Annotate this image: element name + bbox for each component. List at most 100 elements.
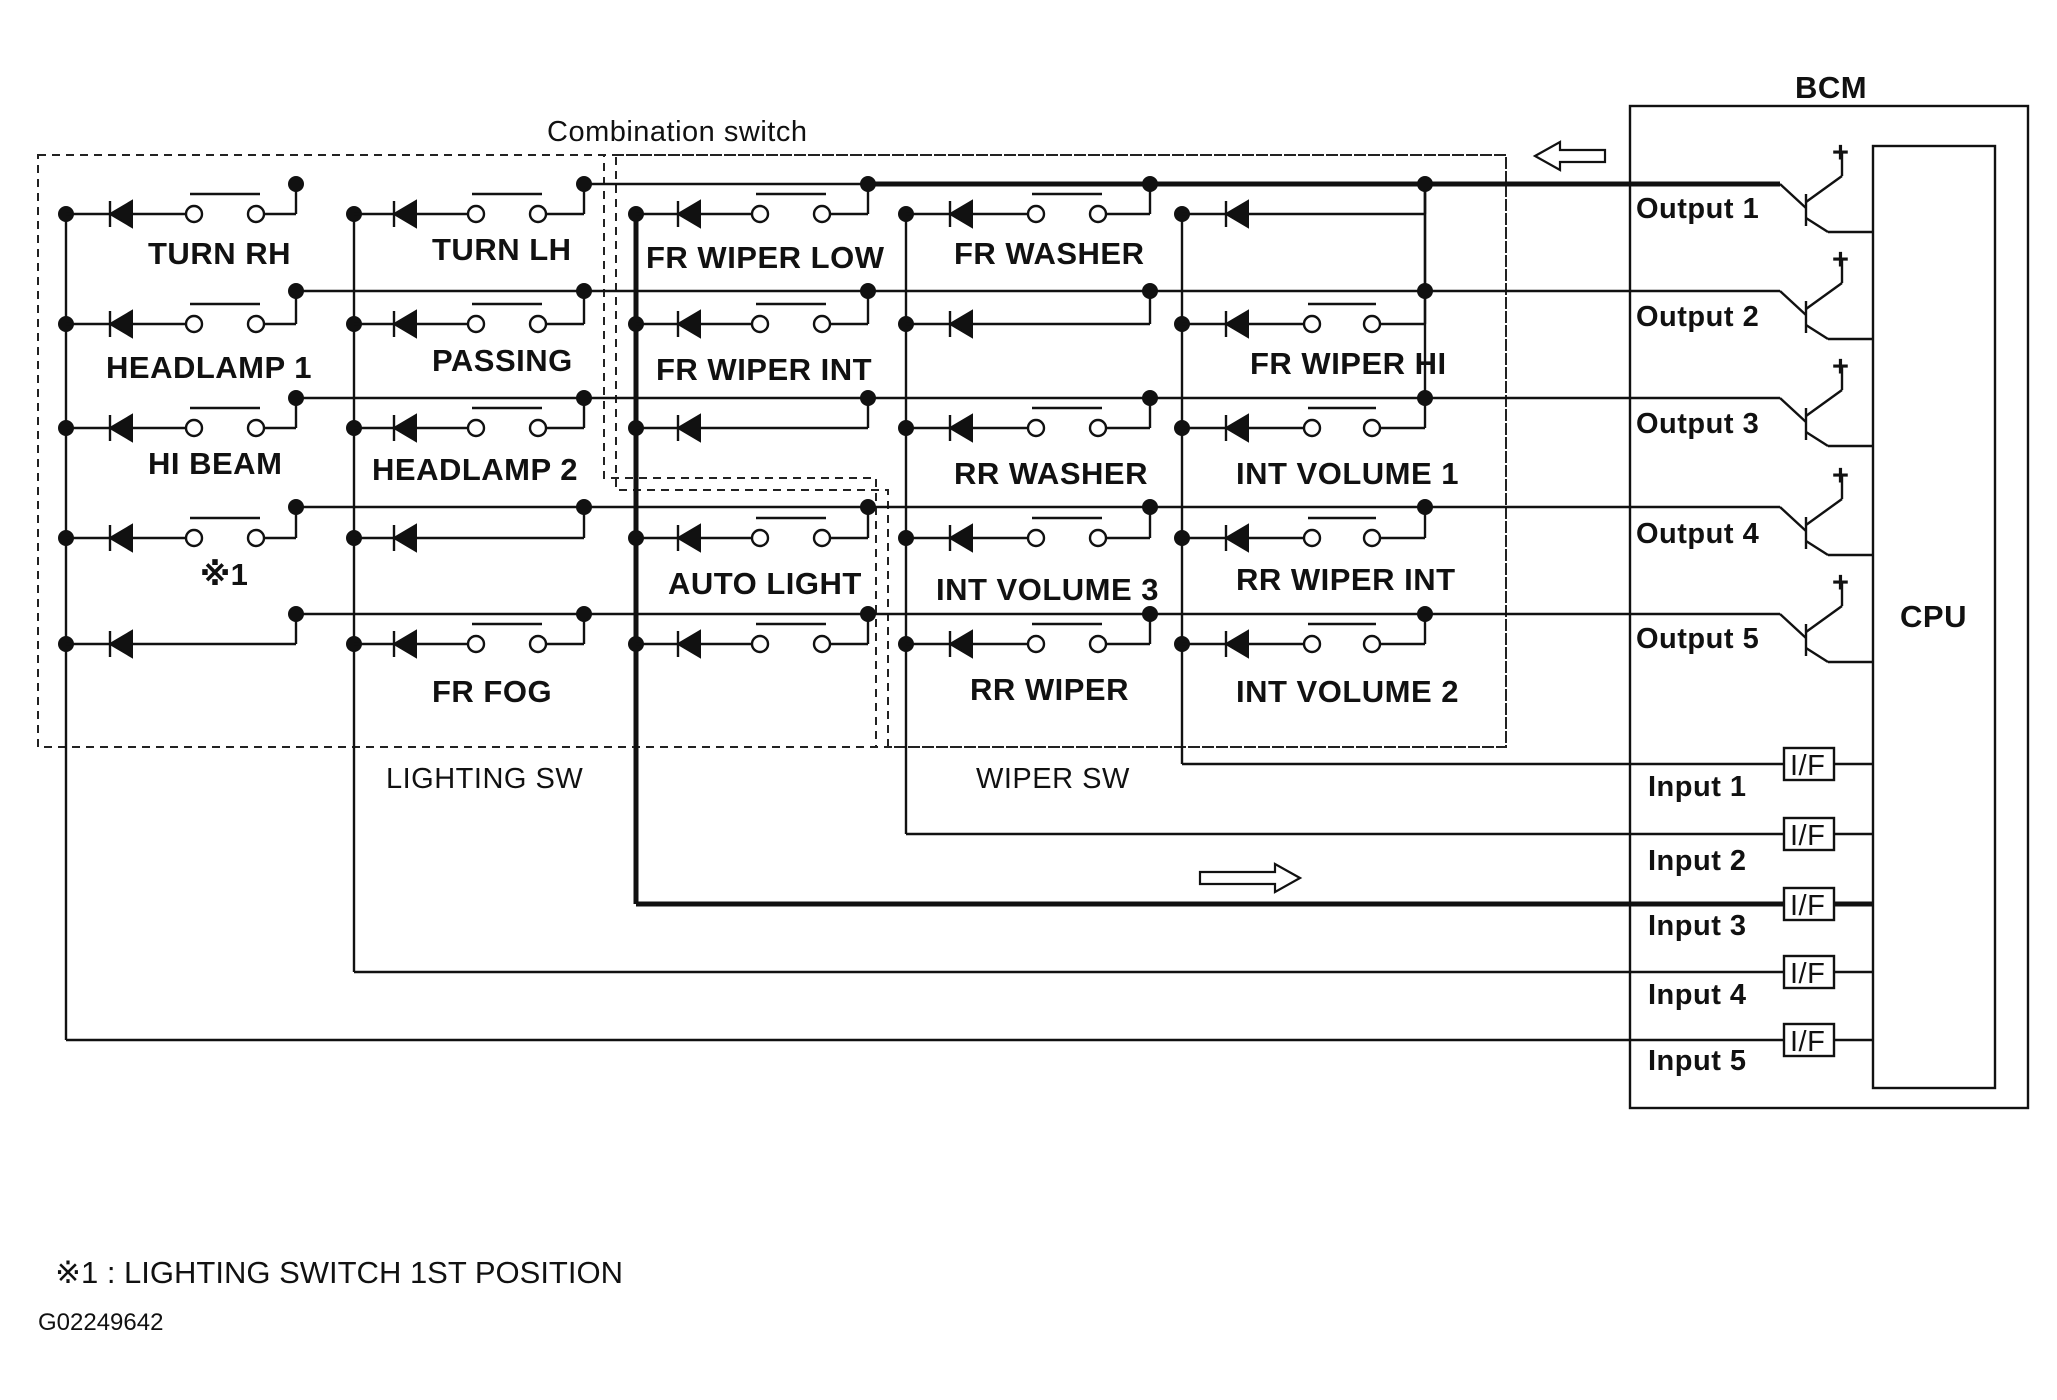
switch-cell-3-0-feed-dot [1142,176,1158,192]
switch-cell-1-1-contact-b [528,314,548,334]
switch-cell-3-0-contact-a [1026,204,1046,224]
footnote: ※1 : LIGHTING SWITCH 1ST POSITION [55,1255,623,1290]
switch-cell-2-3-feed-dot [860,499,876,515]
label-auto-light: AUTO LIGHT [668,566,862,601]
label-fr-wiper-int: FR WIPER INT [656,352,872,387]
switch-cell-2-3-contact-a [750,528,770,548]
switch-cell-3-4-contact-b [1088,634,1108,654]
switch-cell-1-1-feed-dot [576,283,592,299]
input-2-label: Input 2 [1648,845,1747,877]
switch-cell-0-0-contact-a [184,204,204,224]
switch-cell-0-3-feed-dot [288,499,304,515]
switch-cell-1-1-diode-icon [392,309,417,339]
switch-cell-0-2-contact-a [184,418,204,438]
label-turn-lh: TURN LH [432,232,572,267]
switch-cell-2-4-contact-b [812,634,832,654]
switch-cell-3-4-contact-a [1026,634,1046,654]
switch-cell-0-3-contact-b [246,528,266,548]
label-rr-washer: RR WASHER [954,456,1148,491]
label-headlamp-2: HEADLAMP 2 [372,452,578,487]
switch-cell-2-1-contact-a [750,314,770,334]
label-note-1: ※1 [200,557,248,592]
switch-cell-3-2-contact-a [1026,418,1046,438]
wiper-sw-box [615,154,1507,748]
switch-cell-1-0-diode-icon [392,199,417,229]
switch-cell-1-2-feed-dot [576,390,592,406]
label-fr-fog: FR FOG [432,674,552,709]
bcm-label: BCM [1795,70,1867,105]
switch-cell-1-1-contact-a [466,314,486,334]
svg-text:I/F: I/F [1790,890,1825,922]
switch-cell-4-0-diode-icon [1224,199,1249,229]
switch-cell-3-1-feed-dot [1142,283,1158,299]
output-5-plus: + [1832,567,1849,599]
input-4-label: Input 4 [1648,979,1747,1011]
switch-cell-2-4-contact-a [750,634,770,654]
switch-cell-4-2-feed-dot [1417,390,1433,406]
switch-cell-3-1-diode-icon [948,309,973,339]
switch-cell-0-2-feed-dot [288,390,304,406]
label-int-volume-1: INT VOLUME 1 [1236,456,1459,491]
switch-cell-2-3-diode-icon [676,523,701,553]
switch-cell-0-4-feed-dot [288,606,304,622]
switch-cell-0-3-contact-a [184,528,204,548]
output-1-plus: + [1832,137,1849,169]
switch-cell-2-0-contact-a [750,204,770,224]
label-turn-rh: TURN RH [148,236,291,271]
lighting-sw-box [37,154,877,748]
bcm-frame [1628,104,2030,1110]
switch-cell-0-0-contact-b [246,204,266,224]
switch-cell-0-0-feed-dot [288,176,304,192]
right-flow-arrow-icon [1198,862,1303,894]
switch-cell-1-3-feed-dot [576,499,592,515]
switch-labels: TURN RH HEADLAMP 1 HI BEAM ※1 TURN LH PA… [106,232,1459,709]
cpu-block [1871,144,1997,1090]
label-headlamp-1: HEADLAMP 1 [106,350,312,385]
switch-cell-4-3-feed-dot [1417,499,1433,515]
svg-text:I/F: I/F [1790,820,1825,852]
switch-rows [58,176,1433,659]
switch-cell-1-3-diode-icon [392,523,417,553]
label-int-volume-3: INT VOLUME 3 [936,572,1159,607]
output-1-label: Output 1 [1636,193,1759,225]
switch-cell-3-4-diode-icon [948,629,973,659]
switch-cell-1-4-diode-icon [392,629,417,659]
switch-cell-2-4-diode-icon [676,629,701,659]
cpu-label: CPU [1900,599,1967,634]
enclosures [37,154,1507,748]
switch-cell-4-4-diode-icon [1224,629,1249,659]
label-rr-wiper: RR WIPER [970,672,1129,707]
label-passing: PASSING [432,343,573,378]
switch-cell-0-2-diode-icon [108,413,133,443]
switch-cell-4-1-contact-b [1362,314,1382,334]
switch-cell-4-4-contact-a [1302,634,1322,654]
switch-cell-1-0-contact-a [466,204,486,224]
svg-text:I/F: I/F [1790,750,1825,782]
switch-cell-3-4-feed-dot [1142,606,1158,622]
switch-cell-3-2-diode-icon [948,413,973,443]
switch-cell-2-0-diode-icon [676,199,701,229]
input-section: I/F Input 1 I/F Input 2 I/F Input 3 I/F … [66,746,1873,1077]
switch-cell-4-3-contact-b [1362,528,1382,548]
switch-cell-0-1-contact-a [184,314,204,334]
switch-cell-4-0-feed-dot [1417,176,1433,192]
switch-cell-3-3-diode-icon [948,523,973,553]
switch-cell-1-0-feed-dot [576,176,592,192]
switch-cell-3-3-contact-a [1026,528,1046,548]
switch-cell-0-2-contact-b [246,418,266,438]
output-3-label: Output 3 [1636,408,1759,440]
switch-cell-2-2-diode-icon [676,413,701,443]
input-3-label: Input 3 [1648,910,1747,942]
switch-cell-4-1-diode-icon [1224,309,1249,339]
switch-cell-2-1-diode-icon [676,309,701,339]
switch-cell-4-2-contact-a [1302,418,1322,438]
switch-cell-3-0-diode-icon [948,199,973,229]
switch-cell-1-4-contact-a [466,634,486,654]
label-rr-wiper-int: RR WIPER INT [1236,562,1456,597]
switch-cell-4-4-feed-dot [1417,606,1433,622]
switch-cell-1-2-contact-b [528,418,548,438]
switch-cell-3-3-contact-b [1088,528,1108,548]
switch-cell-0-3-diode-icon [108,523,133,553]
switch-cell-1-4-contact-b [528,634,548,654]
input-buses [64,214,1184,1040]
